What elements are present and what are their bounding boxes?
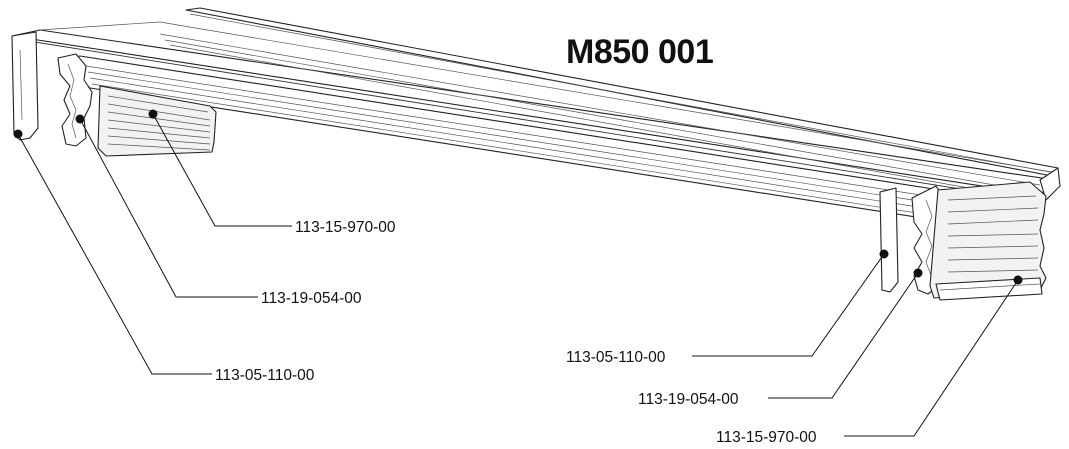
callout-label-left-top: 113-15-970-00	[295, 219, 396, 236]
left-end-cap	[11, 31, 39, 141]
left-bracket	[57, 53, 93, 147]
callout-label-left-mid: 113-19-054-00	[261, 290, 362, 307]
main-rail	[11, 7, 1061, 221]
right-end-cap	[879, 187, 899, 293]
callout-label-right-mid: 113-19-054-00	[638, 391, 739, 408]
leader-lines	[13, 109, 1023, 437]
callout-label-left-bottom: 113-05-110-00	[215, 367, 315, 384]
right-profile-block	[929, 181, 1047, 301]
callout-label-right-bottom: 113-15-970-00	[716, 429, 817, 446]
callout-label-right-top: 113-05-110-00	[566, 349, 666, 366]
drawing-title: M850 001	[566, 33, 713, 71]
